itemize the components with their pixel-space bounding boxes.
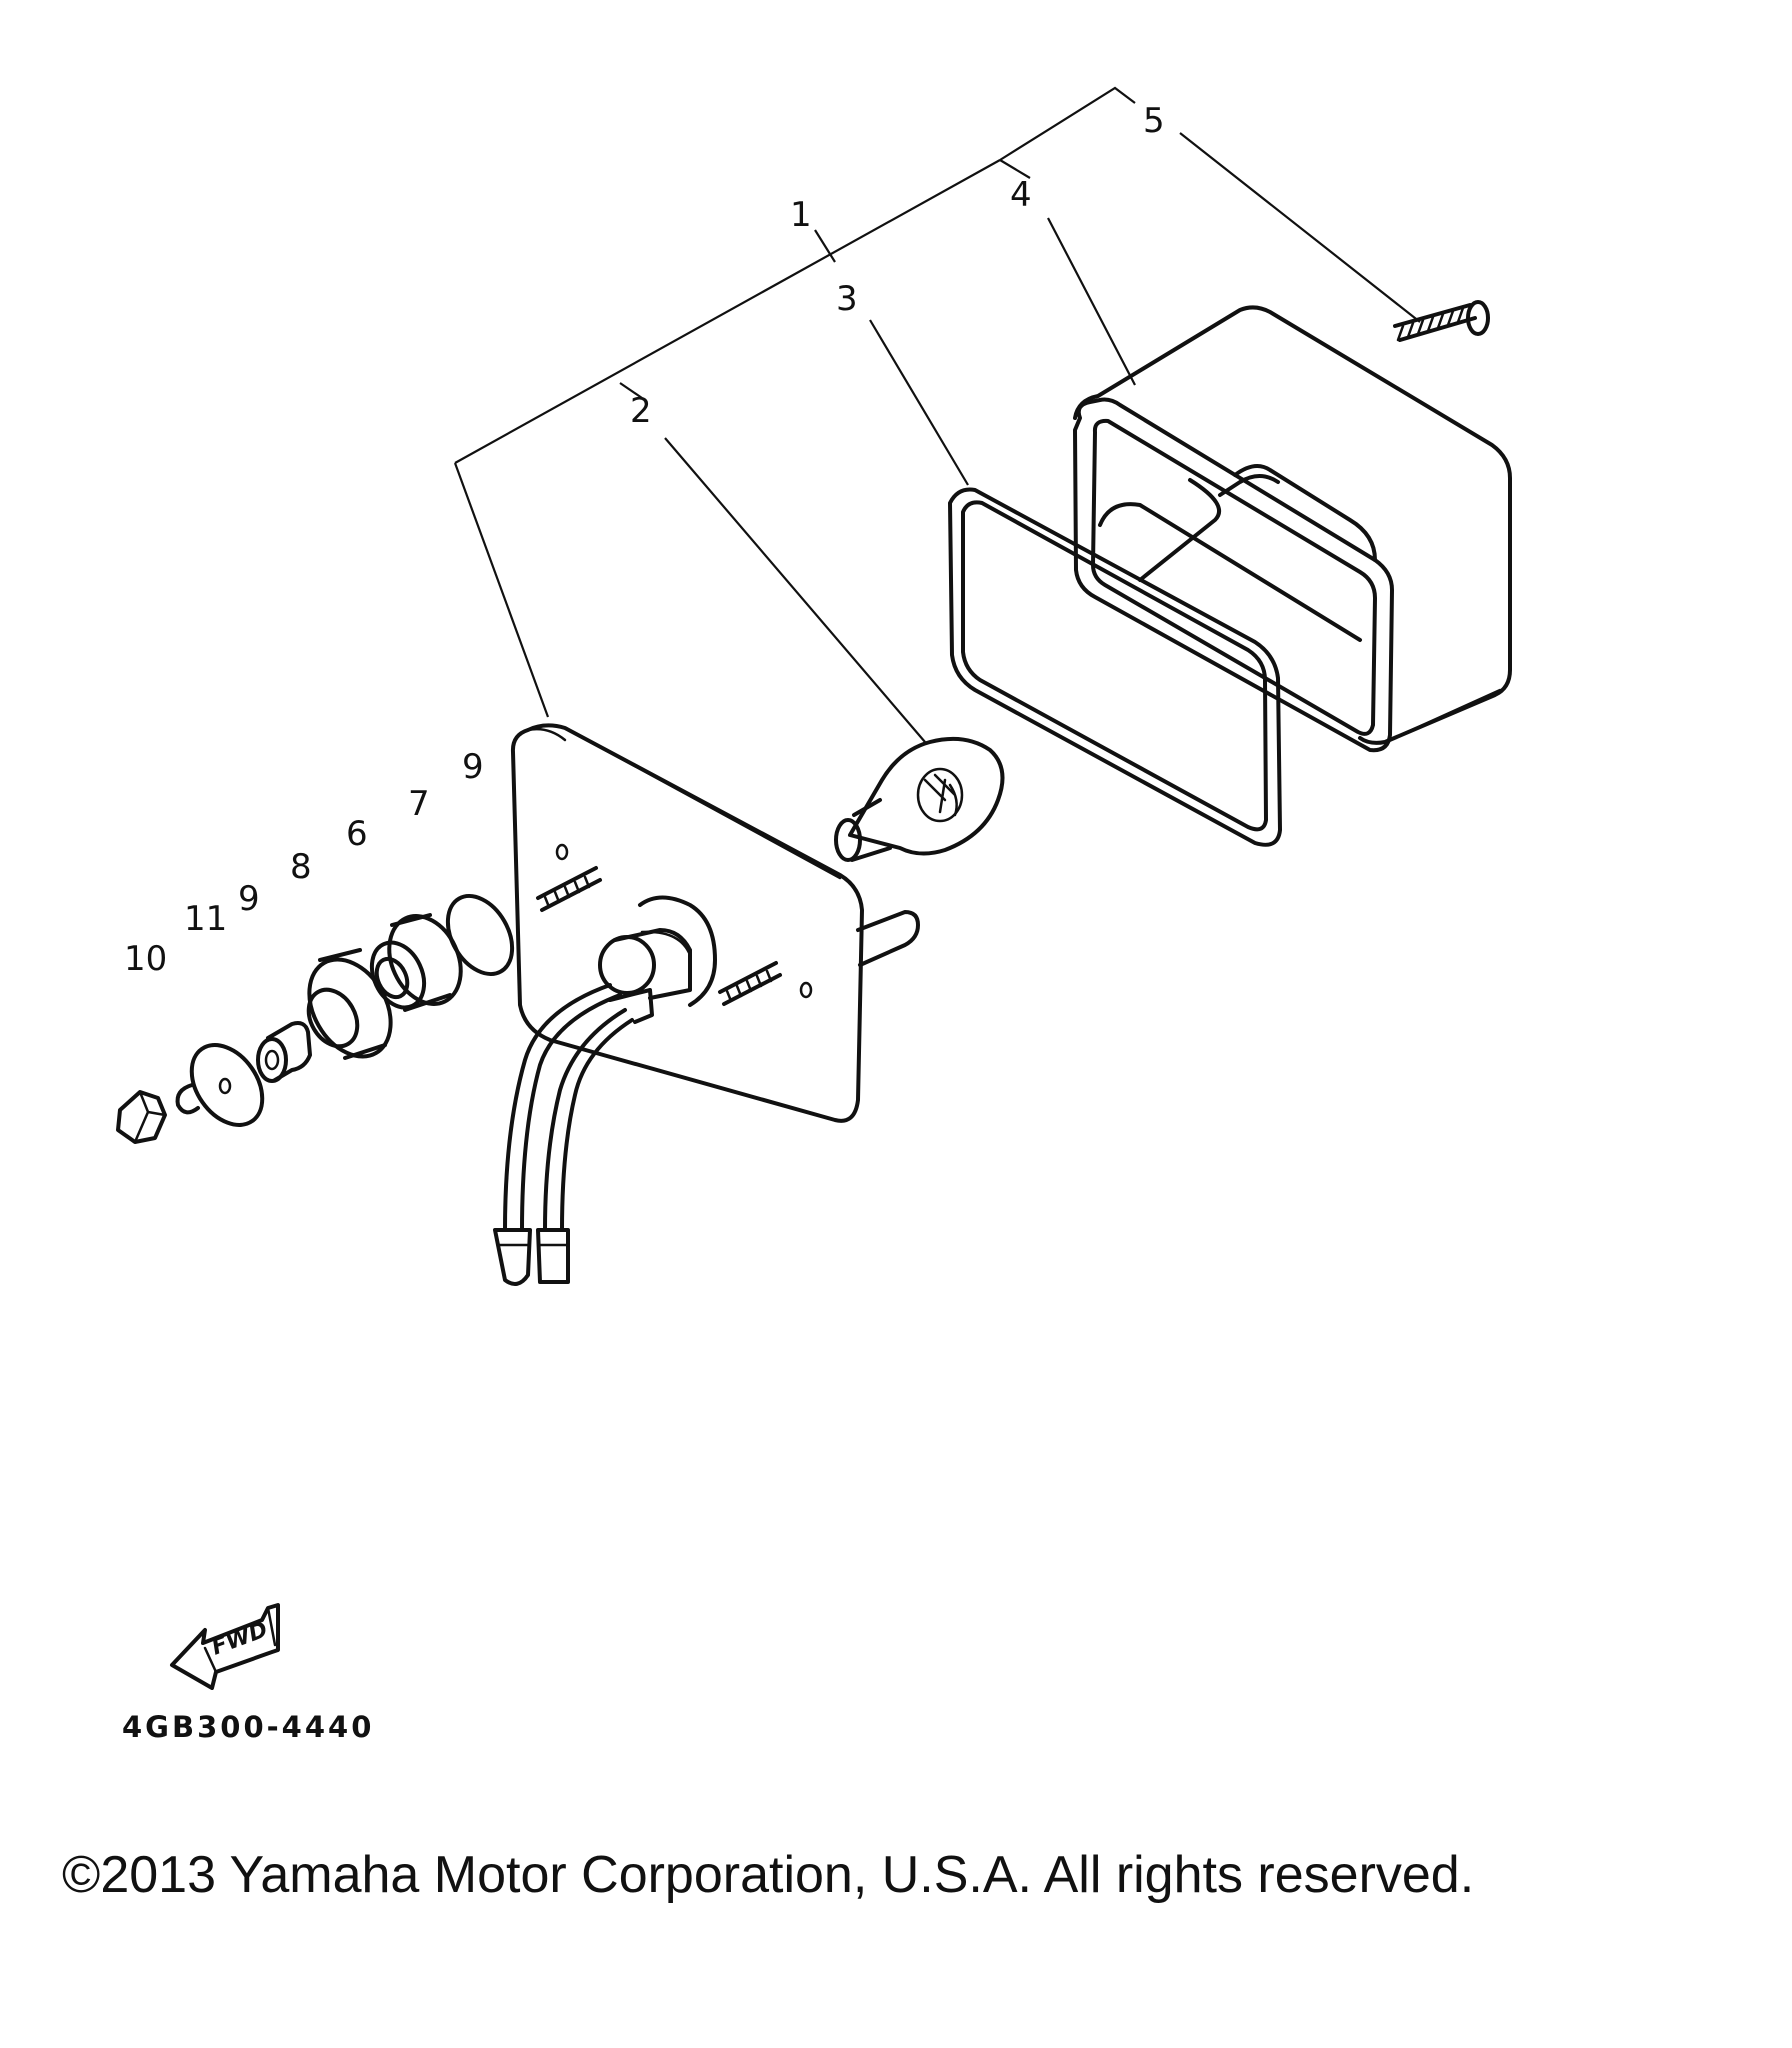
washer-left bbox=[189, 1043, 265, 1127]
callout-11: 11 bbox=[184, 899, 227, 939]
screw bbox=[1393, 300, 1490, 342]
callout-10: 10 bbox=[124, 939, 167, 979]
copyright-notice: ©2013 Yamaha Motor Corporation, U.S.A. A… bbox=[62, 1846, 1475, 1904]
callout-2: 2 bbox=[630, 391, 652, 431]
fwd-arrow-icon: FWD bbox=[170, 1603, 280, 1690]
spacer bbox=[256, 1021, 312, 1083]
gasket bbox=[948, 487, 1282, 847]
grommet bbox=[369, 913, 463, 1012]
bulb bbox=[834, 736, 1005, 862]
lock-washer bbox=[175, 1083, 200, 1115]
nut bbox=[116, 1090, 167, 1144]
leader-lines bbox=[453, 86, 1421, 743]
callout-9-right: 9 bbox=[462, 747, 484, 787]
callout-9-left: 9 bbox=[238, 879, 260, 919]
callout-1: 1 bbox=[790, 195, 812, 235]
callout-6: 6 bbox=[346, 814, 368, 854]
diagram-part-number: 4GB300-4440 bbox=[122, 1710, 375, 1744]
callout-7: 7 bbox=[408, 784, 430, 824]
lens-housing bbox=[1073, 305, 1512, 753]
collar bbox=[306, 948, 393, 1060]
callout-8: 8 bbox=[290, 847, 312, 887]
callout-3: 3 bbox=[836, 279, 858, 319]
lamp-base bbox=[493, 723, 920, 1286]
callout-5: 5 bbox=[1143, 101, 1165, 141]
callout-4: 4 bbox=[1010, 175, 1032, 215]
